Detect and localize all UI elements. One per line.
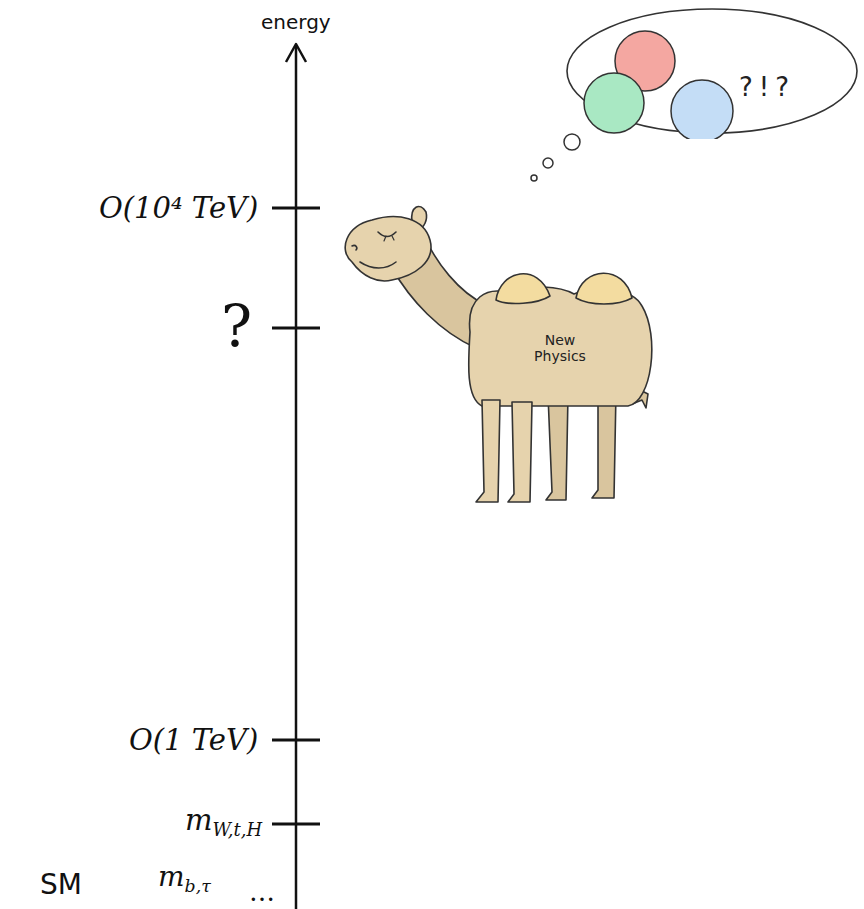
mass-label: mW,t,H [185, 803, 262, 840]
thought-dot [531, 175, 537, 181]
thought-bubble-shape [562, 5, 862, 139]
new-physics-camel-shape [330, 195, 670, 510]
node-text: New Physics [527, 332, 593, 364]
axis-line [295, 46, 298, 909]
new-physics-camel: New Physics [330, 195, 670, 510]
thought-bubble: ?!? [562, 5, 862, 139]
axis-tick [272, 327, 320, 330]
ellipsis: … [249, 877, 275, 907]
axis-title: energy [261, 10, 331, 34]
axis-tick [272, 823, 320, 826]
sm-label: SM [40, 868, 82, 901]
axis-tick [272, 739, 320, 742]
scale-label: O(1 TeV) [129, 723, 258, 757]
scale-label: O(10⁴ TeV) [99, 191, 258, 225]
unknown-scale: ? [221, 292, 252, 360]
axis-tick [272, 207, 320, 210]
thought-dot [564, 134, 580, 150]
axis-arrowhead [286, 44, 306, 62]
node-text: ?!? [722, 72, 812, 102]
thought-dot [543, 158, 553, 168]
mass-label: mb,τ [158, 860, 211, 896]
